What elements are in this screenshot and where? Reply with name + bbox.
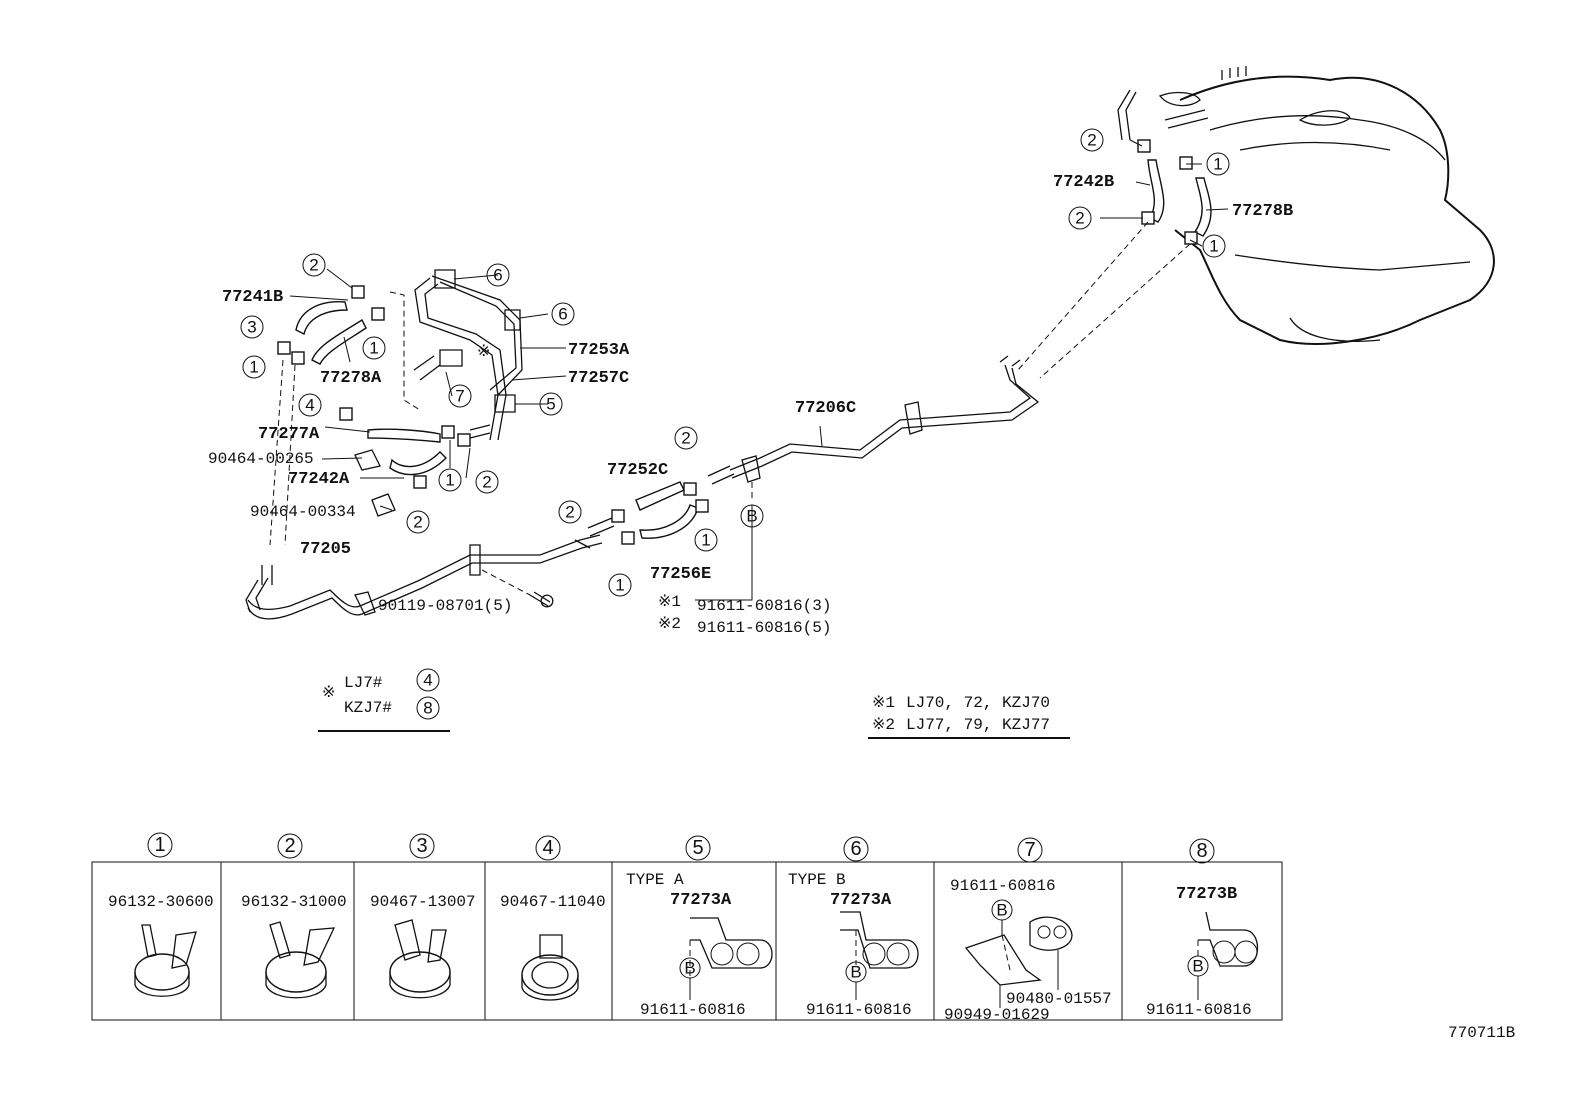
callout-1: 1 [1209,237,1218,256]
label-77256e: 77256E [650,565,711,584]
label-77278b: 77278B [1232,202,1293,221]
note-star: ※ [322,684,335,702]
table-col-2-part: 96132-31000 [241,893,347,911]
table-col-6-part: 77273A [830,891,892,910]
callout-1: 1 [445,471,454,490]
label-90119-08701: 90119-08701(5) [378,597,512,615]
table-col-4-part: 90467-11040 [500,893,606,911]
label-77277a: 77277A [258,425,320,444]
callout-2: 2 [413,513,422,532]
table-col-7-cushion: 90480-01557 [1006,990,1112,1008]
pipe-clamp-8-icon: B [1187,911,1258,1000]
callout-1: 1 [701,531,710,550]
figure-code: 770711B [1448,1024,1515,1042]
callout-6: 6 [493,266,502,285]
table-col-1-part: 96132-30600 [108,893,214,911]
label-77257c: 77257C [568,369,629,388]
callout-1: 1 [615,576,624,595]
label-91611-60816-5: 91611-60816(5) [697,619,831,637]
table-col-5-num: 5 [692,837,703,859]
pipe-clamp-type-b-icon: B [840,911,919,1000]
table-col-8-bolt: 91611-60816 [1146,1001,1252,1019]
star1-mark: ※1 [658,593,681,611]
label-91611-60816-3: 91611-60816(3) [697,597,831,615]
label-77241b: 77241B [222,288,283,307]
fuel-pipe-77206c [707,355,1040,502]
variant-row1-mark: ※1 [872,694,895,712]
table-col-3-num: 3 [416,835,427,857]
note-row1-text: LJ7# [344,674,383,692]
label-77205: 77205 [300,540,351,559]
callout-circles: 2 3 1 1 4 6 6 7 5 1 2 2 2 2 1 1 B 2 1 2 … [240,128,1230,601]
callout-2: 2 [1075,209,1084,228]
table-col-2-num: 2 [284,835,295,857]
note-row2-num: 8 [423,699,432,718]
callout-6: 6 [558,305,567,324]
hoses-center [587,481,709,545]
hoses-left [269,285,471,546]
table-col-6-num: 6 [850,838,861,860]
part-labels: 77241B 77278A 77253A 77257C 77277A 90464… [208,173,1293,637]
table-col-3-part: 90467-13007 [370,893,476,911]
bolt-mark-B: B [684,959,695,978]
table-col-6-type: TYPE B [788,871,846,889]
table-col-7-clamp: 90949-01629 [944,1006,1050,1024]
table-col-4-num: 4 [542,837,553,859]
note-variants: ※1 LJ70, 72, KZJ70 ※2 LJ77, 79, KZJ77 [868,694,1070,739]
fuel-pipe-77205 [245,534,603,620]
fuel-tank [1117,66,1495,345]
label-90464-00334: 90464-00334 [250,503,356,521]
label-77242a: 77242A [288,470,350,489]
table-col-1-num: 1 [154,834,165,856]
callout-2: 2 [681,429,690,448]
band-clamp-icon [389,919,451,999]
parts-table: 1 2 3 4 5 6 7 8 96132-30600 96132-31000 … [91,832,1283,1024]
callout-1: 1 [369,339,378,358]
callout-2: 2 [309,256,318,275]
callout-4: 4 [305,396,314,415]
callout-2: 2 [565,503,574,522]
table-col-8-num: 8 [1196,840,1207,862]
bolt-mark-B: B [1192,957,1203,976]
callout-1: 1 [249,358,258,377]
spring-clamp-icon [521,934,579,1001]
bolt-mark-B: B [996,901,1007,920]
label-77278a: 77278A [320,369,382,388]
variant-row2-text: LJ77, 79, KZJ77 [906,716,1050,734]
callout-2: 2 [482,473,491,492]
leader-lines [289,139,1229,511]
table-col-5-type: TYPE A [626,871,684,889]
label-77242b: 77242B [1053,173,1114,192]
tank-hoses [1017,139,1212,379]
pipe-clamp-type-a-icon: B [679,917,773,1000]
hose-clamp-icon [134,924,197,997]
star-mark: ※ [477,343,490,361]
star2-mark: ※2 [658,615,681,633]
table-col-6-bolt: 91611-60816 [806,1001,912,1019]
callout-1: 1 [1213,155,1222,174]
variant-row2-mark: ※2 [872,716,895,734]
table-col-5-bolt: 91611-60816 [640,1001,746,1019]
fuel-pipes-upper [413,269,523,441]
table-col-7-bolt: 91611-60816 [950,877,1056,895]
note-row2-text: KZJ7# [344,699,392,717]
note-models: ※ LJ7# 4 KZJ7# 8 [318,668,450,732]
table-col-7-num: 7 [1024,839,1035,861]
bolt-mark-B: B [850,963,861,982]
note-row1-num: 4 [423,671,432,690]
table-col-8-part: 77273B [1176,885,1237,904]
callout-5: 5 [546,395,555,414]
hose-clamp-icon [265,921,336,999]
label-77252c: 77252C [607,461,668,480]
callout-7: 7 [455,387,464,406]
variant-row1-text: LJ70, 72, KZJ70 [906,694,1050,712]
callout-3: 3 [247,318,256,337]
label-77253a: 77253A [568,341,630,360]
table-col-5-part: 77273A [670,891,732,910]
callout-2: 2 [1087,131,1096,150]
pipe-clamp-cushion-icon: B [964,899,1073,1008]
label-90464-00265: 90464-00265 [208,450,314,468]
label-77206c: 77206C [795,399,856,418]
